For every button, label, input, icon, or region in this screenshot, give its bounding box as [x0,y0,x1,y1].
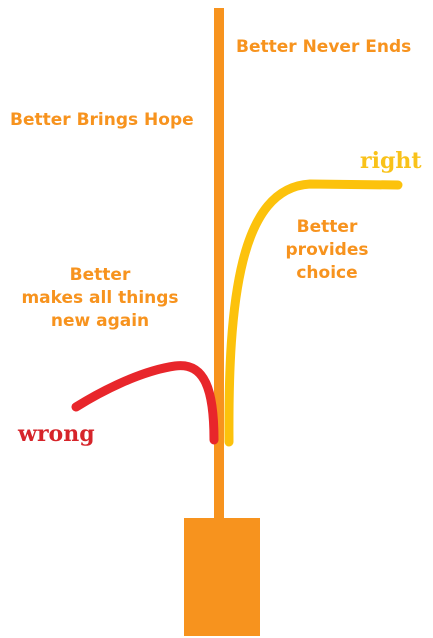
label-line: Better [69,265,131,285]
label-wrong: wrong [18,421,95,447]
label-line: new again [50,310,150,331]
right-branch [224,179,403,447]
label-line: provides [285,239,369,260]
label-line: choice [296,262,358,283]
label-line: makes all things [21,287,179,308]
label-better-makes-new: Better makes all things new again [0,264,200,333]
label-better-brings-hope: Better Brings Hope [10,110,194,130]
label-better-provides-choice: Better provides choice [277,216,377,285]
trunk [214,8,224,520]
label-line: Better [296,217,358,237]
label-right: right [360,148,422,174]
label-better-never-ends: Better Never Ends [236,37,412,57]
pot [184,518,260,636]
wrong-branch [71,361,219,445]
